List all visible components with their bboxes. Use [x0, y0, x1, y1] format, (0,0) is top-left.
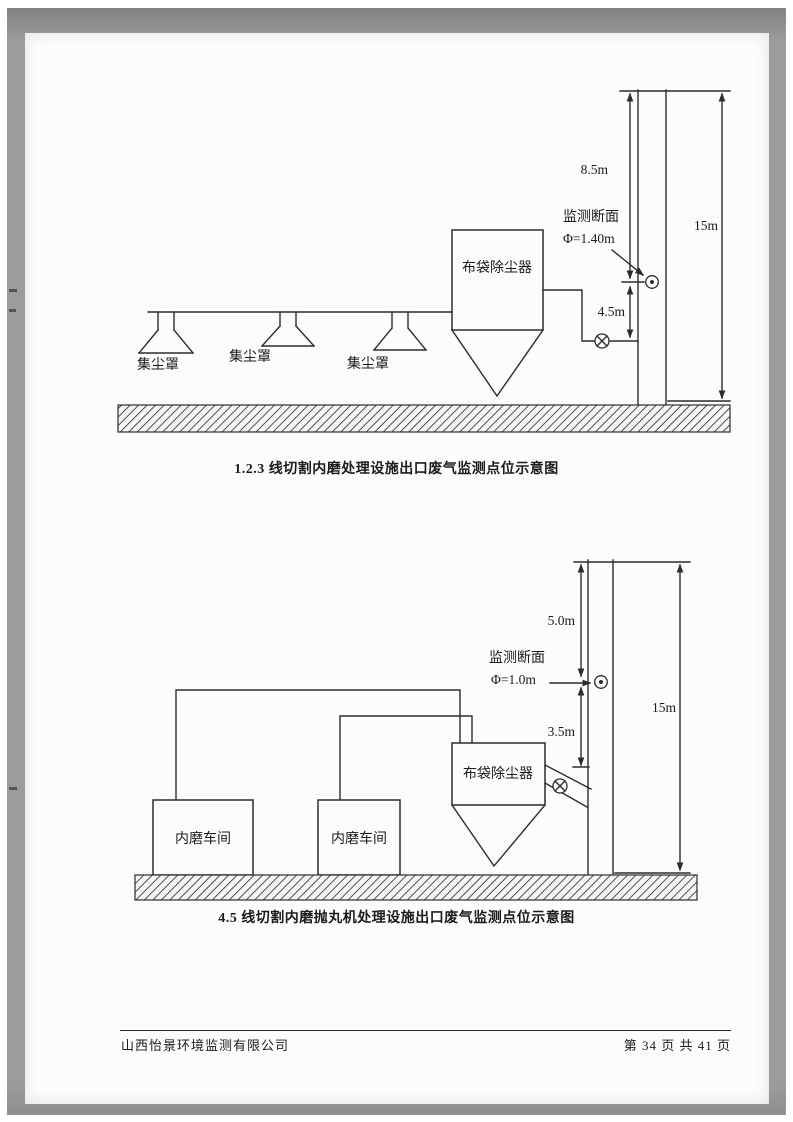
figure-2-caption: 4.5 线切割内磨抛丸机处理设施出口废气监测点位示意图 [218, 911, 575, 926]
dim-upper-label: 8.5m [581, 162, 609, 177]
ground-hatch [134, 874, 698, 901]
monitor-section-label: 监测断面 [489, 650, 545, 666]
workshop-1-label: 内磨车间 [175, 830, 231, 847]
collector-label: 布袋除尘器 [462, 260, 532, 276]
bag-filter-collector: 布袋除尘器 [451, 742, 546, 868]
outlet-duct-top [544, 764, 592, 790]
hood-1-label: 集尘罩 [137, 356, 179, 373]
footer-company: 山西怡景环境监测有限公司 [121, 1038, 290, 1053]
figure-1-outlet-monitoring-diagram: 8.5m 4.5m 15m 监测断面 Φ=1.40m 布袋除尘器 [117, 89, 731, 433]
dust-hood-3 [373, 311, 427, 351]
outlet-duct [542, 289, 639, 342]
figure-2-outlet-monitoring-diagram: 5.0m 3.5m 15m 监测断面 Φ=1.0m 布袋除尘器 [134, 559, 698, 901]
dim-total-label: 15m [694, 218, 719, 233]
valve-symbol [594, 333, 610, 349]
workshop-1-duct [175, 689, 461, 801]
workshop-1: 内磨车间 [152, 799, 254, 876]
dust-hood-1 [138, 311, 194, 354]
footer-divider [120, 1030, 731, 1031]
figure-1-caption: 1.2.3 线切割内磨处理设施出口废气监测点位示意图 [234, 462, 559, 477]
monitor-section-label: 监测断面 [563, 209, 619, 225]
dim-lower-label: 4.5m [598, 304, 626, 319]
workshop-2-duct [339, 715, 473, 801]
ground-hatch [117, 404, 731, 433]
collector-hopper [451, 329, 544, 398]
dim-upper-label: 5.0m [548, 613, 576, 628]
stack-chimney [637, 89, 667, 406]
dim-total-label: 15m [652, 700, 677, 715]
scan-artifact [9, 787, 17, 790]
outlet-duct-bottom [544, 782, 588, 808]
scan-artifact [9, 309, 16, 312]
bag-filter-collector: 布袋除尘器 [451, 229, 544, 398]
workshop-2-label: 内磨车间 [331, 830, 387, 847]
monitoring-point-symbol [645, 275, 659, 289]
dust-hood-2 [261, 311, 315, 347]
workshop-2: 内磨车间 [317, 799, 401, 876]
page-surface [25, 33, 769, 1104]
collector-hopper [451, 804, 546, 868]
monitor-diameter-label: Φ=1.40m [563, 231, 615, 246]
valve-symbol [552, 778, 568, 794]
monitor-diameter-label: Φ=1.0m [491, 672, 536, 687]
monitor-pointer-arrow [611, 249, 645, 276]
hood-2-label: 集尘罩 [229, 348, 271, 365]
scan-artifact [9, 289, 17, 292]
collector-label: 布袋除尘器 [463, 766, 533, 782]
monitoring-point-symbol [594, 675, 608, 689]
dim-lower-label: 3.5m [548, 724, 576, 739]
footer-page-number: 第 34 页 共 41 页 [623, 1038, 731, 1053]
stack-chimney [587, 559, 614, 876]
hood-3-label: 集尘罩 [347, 355, 389, 372]
